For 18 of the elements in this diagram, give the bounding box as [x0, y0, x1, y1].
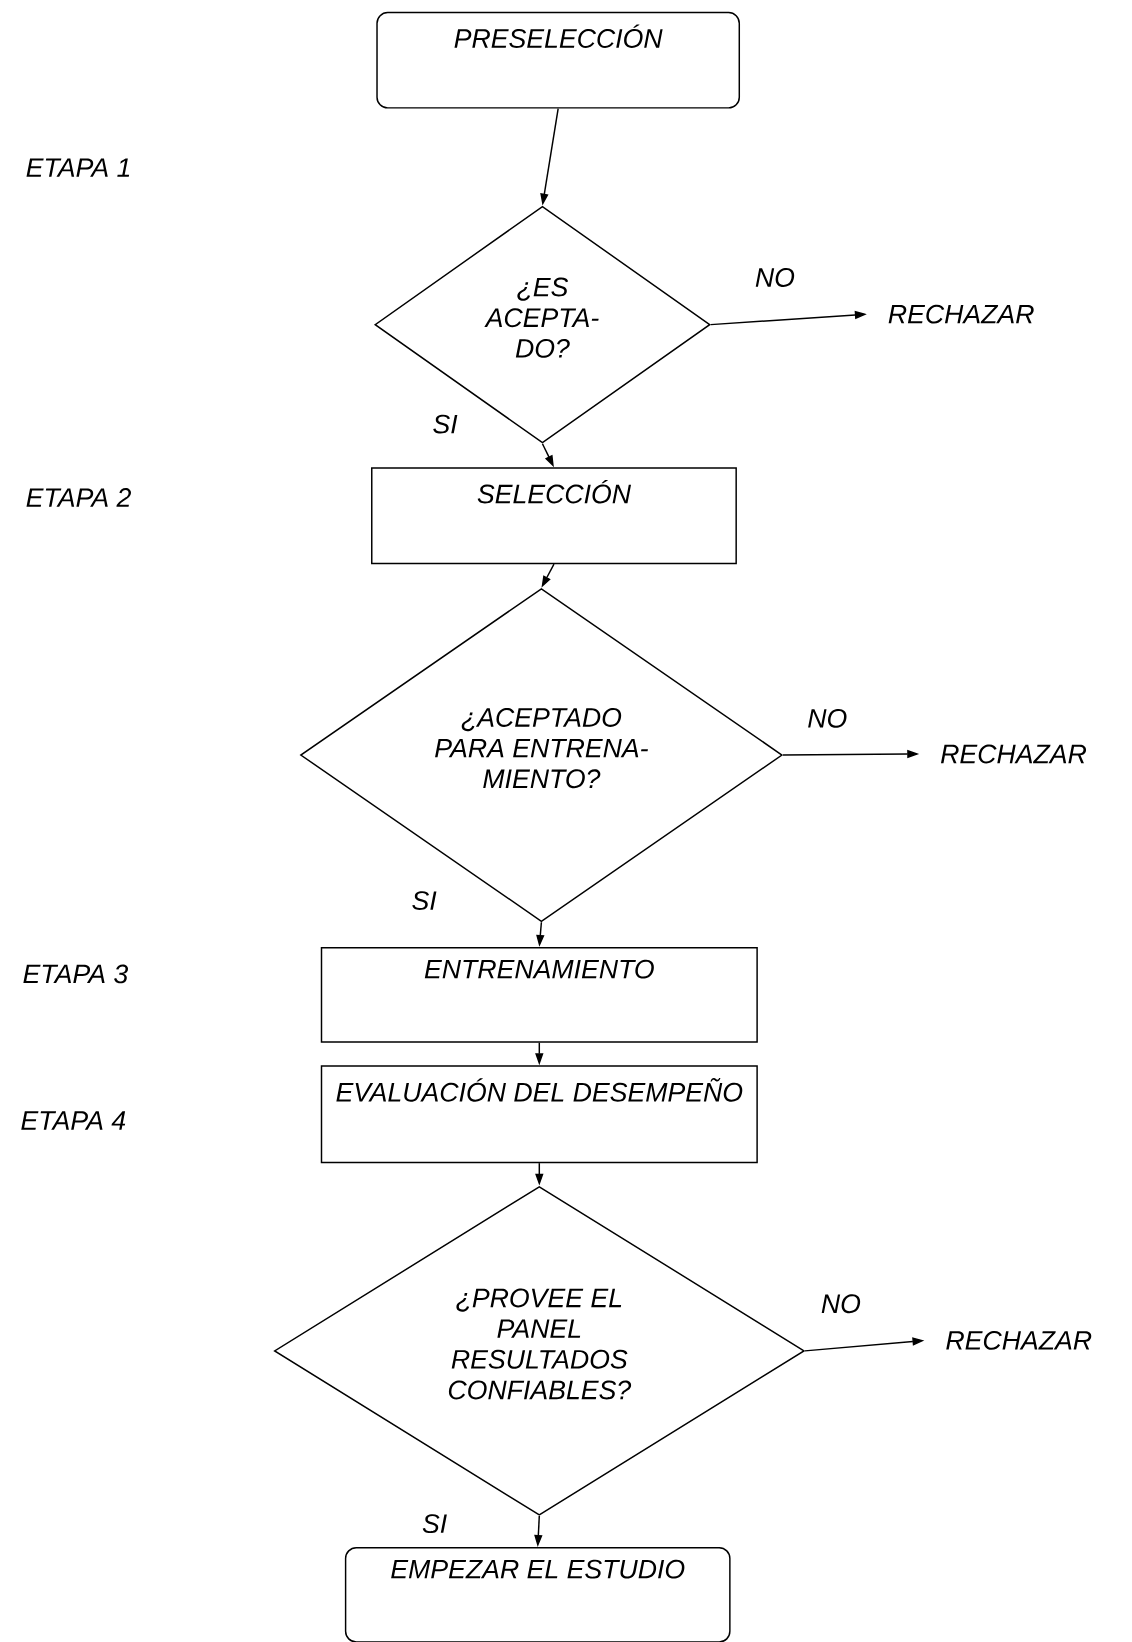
outcome-text: RECHAZAR: [941, 744, 1086, 764]
process-box: EVALUACIÓN DEL DESEMPEÑO: [320, 1065, 758, 1164]
terminal-box: PRESELECCIÓN: [376, 11, 741, 109]
edge-label: SI: [422, 1514, 447, 1534]
edge-label: NO: [755, 268, 795, 287]
terminal-box: EMPEZAR EL ESTUDIO: [344, 1547, 731, 1642]
outcome-text: RECHAZAR: [946, 1331, 1092, 1350]
outcome-text: RECHAZAR: [888, 304, 1034, 324]
edge-label: NO: [808, 708, 847, 728]
process-box: SELECCIÓN: [371, 467, 737, 565]
stage-label: ETAPA 3: [23, 964, 128, 984]
stage-label: ETAPA 4: [21, 1111, 126, 1130]
edge-label: SI: [412, 891, 437, 910]
edge-label: SI: [433, 414, 458, 434]
process-box: ENTRENAMIENTO: [320, 946, 758, 1043]
edge-label: NO: [821, 1294, 861, 1314]
stage-label: ETAPA 1: [26, 158, 130, 177]
stage-label: ETAPA 2: [26, 488, 131, 507]
